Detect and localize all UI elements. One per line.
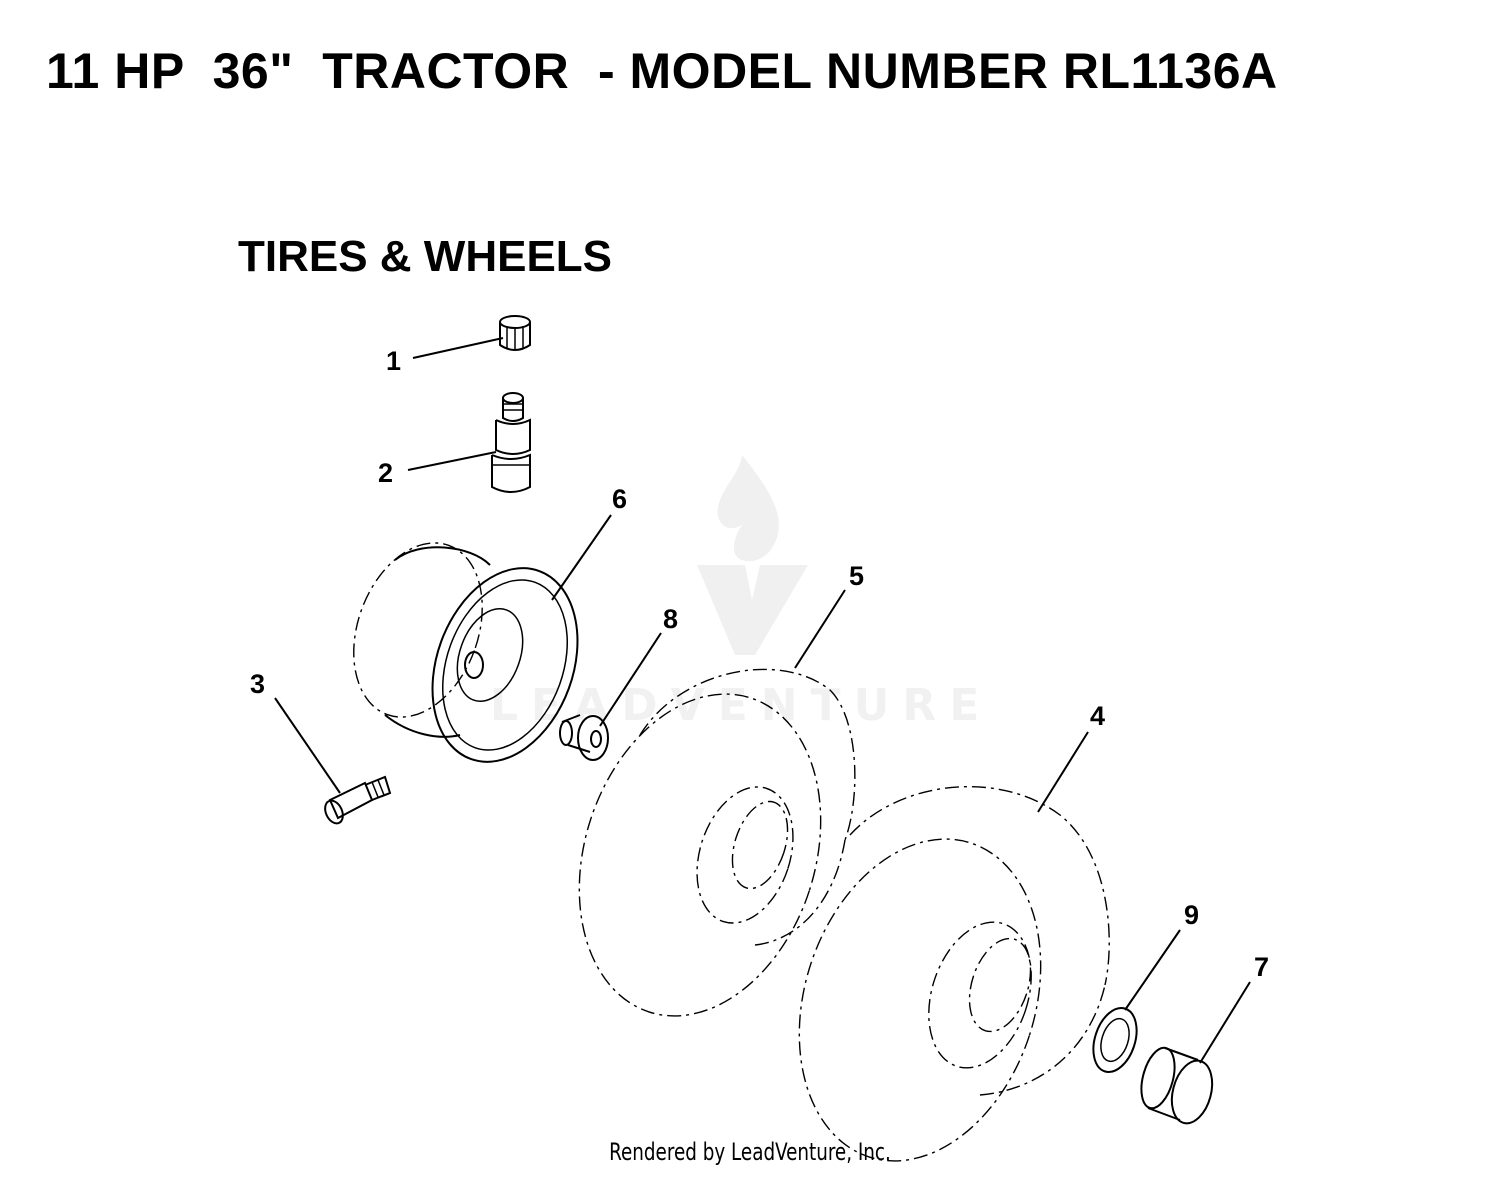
leader-lines bbox=[274, 337, 1251, 1064]
tire-rear bbox=[798, 785, 1110, 1162]
valve-stem bbox=[491, 392, 531, 493]
callout-6: 6 bbox=[612, 484, 627, 514]
section-title: TIRES & WHEELS bbox=[238, 232, 613, 281]
footer-credit: Rendered by LeadVenture, Inc. bbox=[609, 1138, 891, 1166]
flame-v-logo-icon bbox=[697, 455, 808, 655]
callout-3: 3 bbox=[250, 669, 265, 699]
callout-5: 5 bbox=[849, 561, 864, 591]
callout-7: 7 bbox=[1254, 952, 1269, 982]
callout-1: 1 bbox=[386, 346, 401, 376]
callout-2: 2 bbox=[378, 458, 393, 488]
wheel-rim bbox=[353, 542, 579, 763]
washer bbox=[1092, 1007, 1138, 1073]
callout-9: 9 bbox=[1184, 900, 1199, 930]
wheel-bolt bbox=[324, 775, 392, 825]
valve-cap bbox=[499, 315, 531, 351]
callout-4: 4 bbox=[1090, 701, 1105, 731]
callout-8: 8 bbox=[663, 604, 678, 634]
hub-cap bbox=[1140, 1046, 1214, 1125]
spacer-bushing bbox=[559, 714, 609, 761]
watermark-text: LEADVENTURE bbox=[490, 680, 993, 731]
page-title: 11 HP 36" TRACTOR - MODEL NUMBER RL1136A bbox=[46, 43, 1278, 99]
